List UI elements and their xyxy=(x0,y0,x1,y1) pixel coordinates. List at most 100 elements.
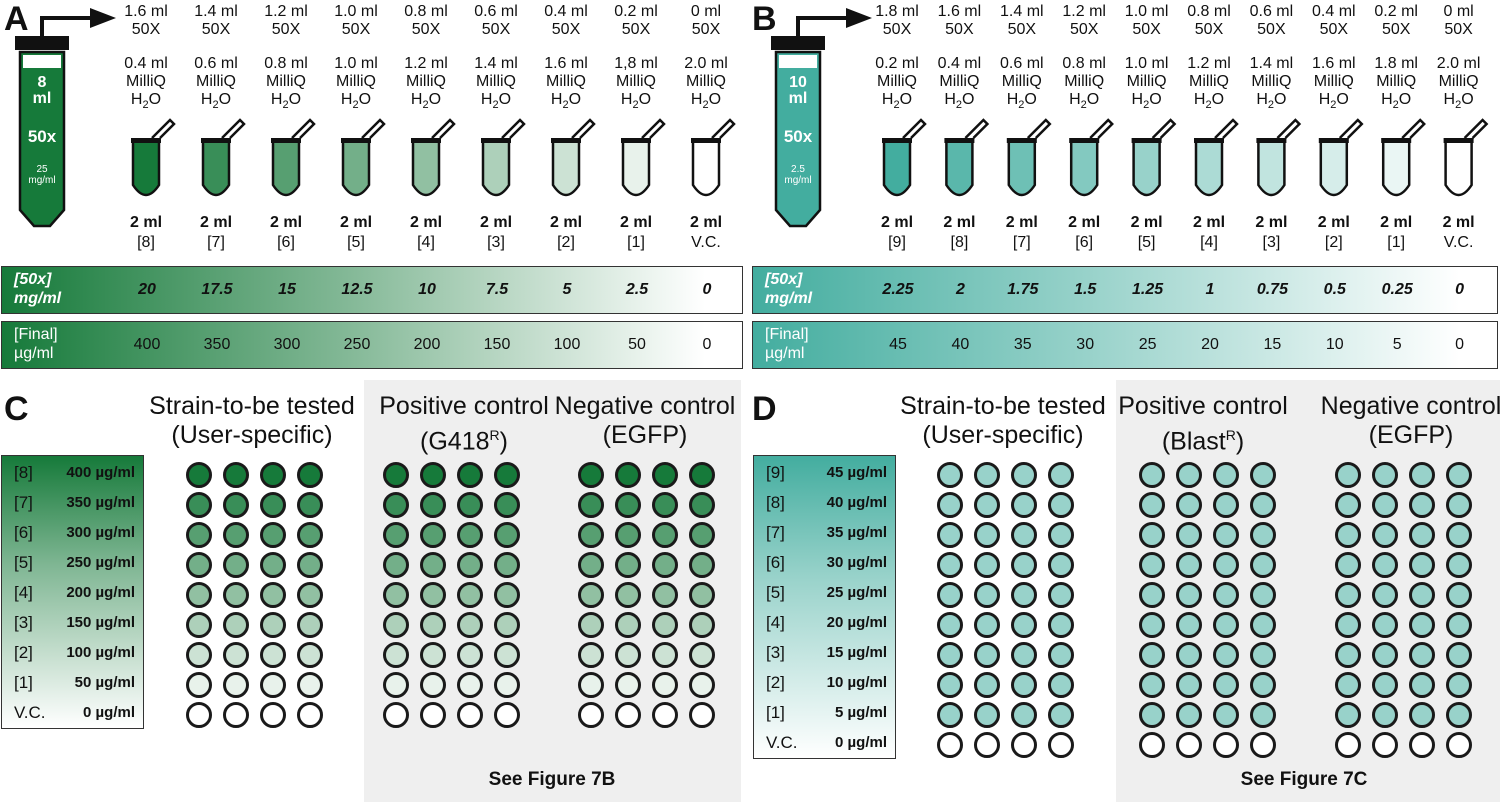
tube-volume-label: 2 ml xyxy=(943,214,976,231)
well xyxy=(420,672,446,698)
band-value-mg: 10 xyxy=(418,281,436,298)
microtube-rim xyxy=(271,138,301,143)
header-line2: (EGFP) xyxy=(1368,421,1454,449)
water-volume-label: 0.4 ml xyxy=(937,55,982,72)
band-value-mg: 0.5 xyxy=(1323,281,1346,298)
stock-volume-label: 0.6 ml xyxy=(1249,3,1294,20)
band-label-mg: [50x]mg/ml xyxy=(765,270,812,308)
well xyxy=(1409,552,1435,578)
microtube-lid xyxy=(1401,118,1426,139)
water-name-label: MilliQ xyxy=(877,73,917,90)
well xyxy=(578,492,604,518)
stock-x-label: 50X xyxy=(1381,21,1411,38)
concentration-tag: [5] xyxy=(14,553,33,572)
well xyxy=(1048,732,1074,758)
well xyxy=(1139,492,1165,518)
well xyxy=(1372,672,1398,698)
microtube xyxy=(551,139,581,197)
well xyxy=(1372,612,1398,638)
well xyxy=(937,612,963,638)
well xyxy=(1335,552,1361,578)
stock-volume-label: 0.6 ml xyxy=(474,3,518,20)
well xyxy=(1335,702,1361,728)
stock-volume-label: 1.6 ml xyxy=(124,3,168,20)
well xyxy=(297,582,323,608)
h2o-o: O xyxy=(1274,91,1287,108)
microtube-rim xyxy=(481,138,511,143)
header-strain-d: Strain-to-be tested(User-specific) xyxy=(900,392,1106,450)
band-value-final: 20 xyxy=(1201,336,1219,353)
band-label-line1: [Final] xyxy=(14,326,58,343)
h2o-h: H xyxy=(480,91,493,108)
well xyxy=(297,522,323,548)
tube-tag-label: [2] xyxy=(557,234,575,251)
band-value-mg: 1.25 xyxy=(1132,281,1164,298)
well xyxy=(420,522,446,548)
concentration-value: 150 µg/ml xyxy=(66,614,135,631)
microtube-lid xyxy=(361,118,386,139)
well xyxy=(1176,522,1202,548)
water-volume-label: 0.4 ml xyxy=(124,55,168,72)
h2o-h: H xyxy=(1381,91,1393,108)
h2o-label: H2O xyxy=(1069,91,1099,114)
panel-letter-d: D xyxy=(752,390,777,428)
concentration-value: 40 µg/ml xyxy=(826,494,887,511)
concentration-row: [7]35 µg/ml xyxy=(754,518,895,548)
well xyxy=(1372,732,1398,758)
h2o-o: O xyxy=(568,91,582,108)
well xyxy=(494,672,520,698)
well xyxy=(297,642,323,668)
band-label-final: [Final]µg/ml xyxy=(765,325,809,363)
h2o-o: O xyxy=(708,91,722,108)
tube-tag-label: [8] xyxy=(137,234,155,251)
well xyxy=(223,522,249,548)
stock-conc-label-a: 50x xyxy=(27,127,57,146)
well xyxy=(1011,552,1037,578)
see-figure-c: See Figure 7B xyxy=(488,769,616,790)
well xyxy=(1213,702,1239,728)
well xyxy=(1335,582,1361,608)
h2o-sub: 2 xyxy=(422,99,429,112)
header-pos-sup: R xyxy=(1225,427,1236,443)
stock-tube-label-b xyxy=(779,55,817,68)
well xyxy=(186,552,212,578)
h2o-o: O xyxy=(218,91,232,108)
stock-conc-value-a: 25 xyxy=(36,164,48,175)
well xyxy=(223,582,249,608)
band-value-final: 5 xyxy=(1392,336,1402,353)
concentration-row: [3]15 µg/ml xyxy=(754,638,895,668)
well xyxy=(974,582,1000,608)
microtube xyxy=(1319,139,1349,197)
header-pos-close: ) xyxy=(1235,427,1245,456)
stock-tube-cap-b xyxy=(771,36,825,50)
tube-tag-label: [9] xyxy=(888,234,906,251)
band-value-final: 300 xyxy=(273,336,301,353)
concentration-row: [3]150 µg/ml xyxy=(2,608,143,638)
microtube xyxy=(621,139,651,197)
band-value-final: 150 xyxy=(483,336,511,353)
well xyxy=(615,522,641,548)
well xyxy=(1048,642,1074,668)
well xyxy=(383,522,409,548)
well xyxy=(1139,612,1165,638)
microtube-lid xyxy=(1089,118,1114,139)
concentration-row: [4]20 µg/ml xyxy=(754,608,895,638)
microtube-rim xyxy=(1194,138,1224,143)
well xyxy=(223,492,249,518)
h2o-o: O xyxy=(1461,91,1474,108)
stock-x-label: 50X xyxy=(1257,21,1286,38)
concentration-tag: [9] xyxy=(766,463,785,482)
well xyxy=(1409,582,1435,608)
well xyxy=(383,702,409,728)
water-name-label: MilliQ xyxy=(406,73,446,90)
h2o-label: H2O xyxy=(1444,91,1474,114)
well xyxy=(974,462,1000,488)
well xyxy=(1250,492,1276,518)
well xyxy=(1335,672,1361,698)
well xyxy=(186,612,212,638)
well xyxy=(1213,582,1239,608)
water-name-label: MilliQ xyxy=(616,73,656,90)
stock-x-label: 50X xyxy=(201,21,231,38)
concentration-row: [7]350 µg/ml xyxy=(2,488,143,518)
panel-letter-b: B xyxy=(752,0,777,38)
